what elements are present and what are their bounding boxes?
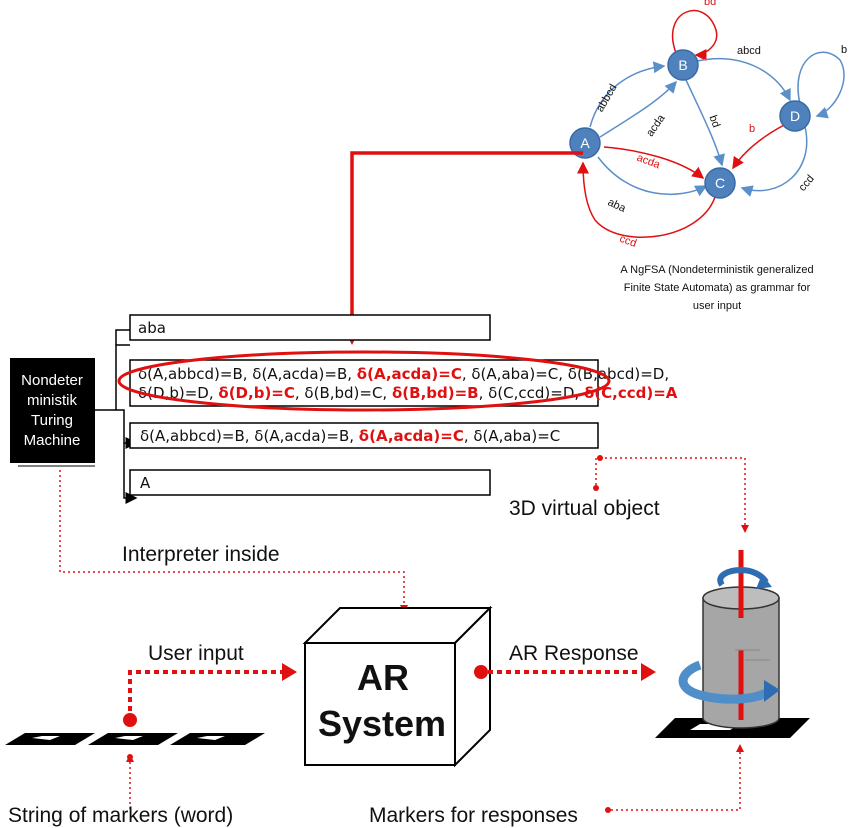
ar-response-label: AR Response [509,642,639,665]
edge-label-a-c-lower: aba [606,196,629,215]
edge-d-self [797,51,845,119]
edge-label-self-b: bd [704,0,716,8]
edge-label-a-b: abbcd [594,82,619,114]
edge-label-d-c: b [749,123,755,135]
marker-response-arrowhead [736,744,744,752]
tape-2-line-2-segment-2: , δ(B,bd)=C, [295,384,392,402]
tape-4: A [129,469,491,496]
string-markers-label: String of markers (word) [8,804,233,827]
tape-2-line-1-segment-2: , δ(A,aba)=C, δ(B,abcd)=D, [462,365,669,383]
tape-2-line-2-segment-1: δ(D,b)=C [218,384,294,402]
state-d: D [779,100,811,132]
turing-label-4: Machine [24,432,81,449]
svg-text:A: A [140,474,151,492]
tape-3-text: δ(A,abbcd)=B, δ(A,acda)=B, δ(A,acda)=C, … [140,427,560,445]
svg-text:C: C [715,175,725,191]
svg-text:A NgFSA (Nondeterministik gene: A NgFSA (Nondeterministik generalized [620,264,813,276]
interpreter-label: Interpreter inside [122,543,280,566]
edge-label-a-c: acda [635,152,662,172]
edge-a-c [603,146,705,179]
automaton-to-tape-connector [350,151,583,333]
edge-a-b-lower [599,80,677,138]
ar-response-arrow [474,663,656,681]
virtual-object-label: 3D virtual object [509,497,660,520]
tape-2-line-2-segment-3: δ(B,bd)=B [392,384,479,402]
state-b: B [667,49,699,81]
input-markers [5,733,265,745]
edge-d-c-lower [740,126,808,197]
tape-1: aba [129,314,491,341]
tape-2-line-1-segment-1: δ(A,acda)=C [357,365,462,383]
ar-system-box: AR System [302,605,493,768]
edge-label-b-d: abcd [737,45,761,57]
system-label: System [318,703,446,744]
turing-label-2: ministik [27,392,78,409]
tape-2-line-2-segment-5: δ(C,ccd)=A [584,384,678,402]
ngfsa-graph: bd abbcd acda abcd bd b b acda aba ccd c… [569,0,847,312]
edge-b-c [685,79,725,167]
markers-responses-label: Markers for responses [369,804,578,827]
svg-text:B: B [678,57,687,73]
tape-2-line-2-segment-4: , δ(C,ccd)=D, [479,384,584,402]
edge-b-self [671,9,718,61]
string-marker-arrowhead [126,754,134,762]
turing-machine: Nondeter ministik Turing Machine [10,358,95,467]
tape-3-text-segment-0: δ(A,abbcd)=B, δ(A,acda)=B, [140,427,359,445]
tape-2-line-1: δ(A,abbcd)=B, δ(A,acda)=B, δ(A,acda)=C, … [138,365,669,383]
edge-label-a-b-lower: acda [644,112,668,139]
svg-text:user input: user input [693,300,741,312]
user-input-label: User input [148,642,244,665]
turing-label-3: Turing [31,412,73,429]
edge-d-c [732,123,787,170]
edge-b-d [696,57,791,102]
tape-2-line-1-segment-0: δ(A,abbcd)=B, δ(A,acda)=B, [138,365,357,383]
virtual-object-arrowhead [741,525,749,533]
edge-c-a [577,161,716,239]
virtual-object-cylinder [655,550,810,738]
svg-text:D: D [790,108,800,124]
edge-a-b [589,61,666,128]
dotted-connectors [59,457,746,811]
tape-3-text-segment-1: δ(A,acda)=C [359,427,464,445]
tape-2-line-2: δ(D,b)=D, δ(D,b)=C, δ(B,bd)=C, δ(B,bd)=B… [138,384,678,402]
ar-label: AR [357,657,409,698]
state-c: C [704,167,736,199]
svg-text:A: A [580,135,590,151]
rotation-arrow-icon [678,566,780,704]
edge-a-c-lower [597,156,708,197]
ngfsa-caption: A NgFSA (Nondeterministik generalized Fi… [620,264,813,312]
edge-label-d-c-lower: ccd [797,173,817,194]
tape-3-text-segment-2: , δ(A,aba)=C [464,427,560,445]
tape-3: δ(A,abbcd)=B, δ(A,acda)=B, δ(A,acda)=C, … [129,422,599,449]
edge-label-d-self: b [841,44,847,56]
tape-2: δ(A,abbcd)=B, δ(A,acda)=B, δ(A,acda)=C, … [129,359,678,407]
turing-label-1: Nondeter [21,372,83,389]
highlight-ellipse [117,350,611,412]
svg-text:aba: aba [138,319,166,337]
state-a: A [569,127,601,159]
user-input-arrow [123,663,297,727]
svg-text:Finite State Automata) as gram: Finite State Automata) as grammar for [624,282,811,294]
edge-label-c-a: ccd [618,233,638,250]
edge-label-b-c: bd [707,114,722,130]
